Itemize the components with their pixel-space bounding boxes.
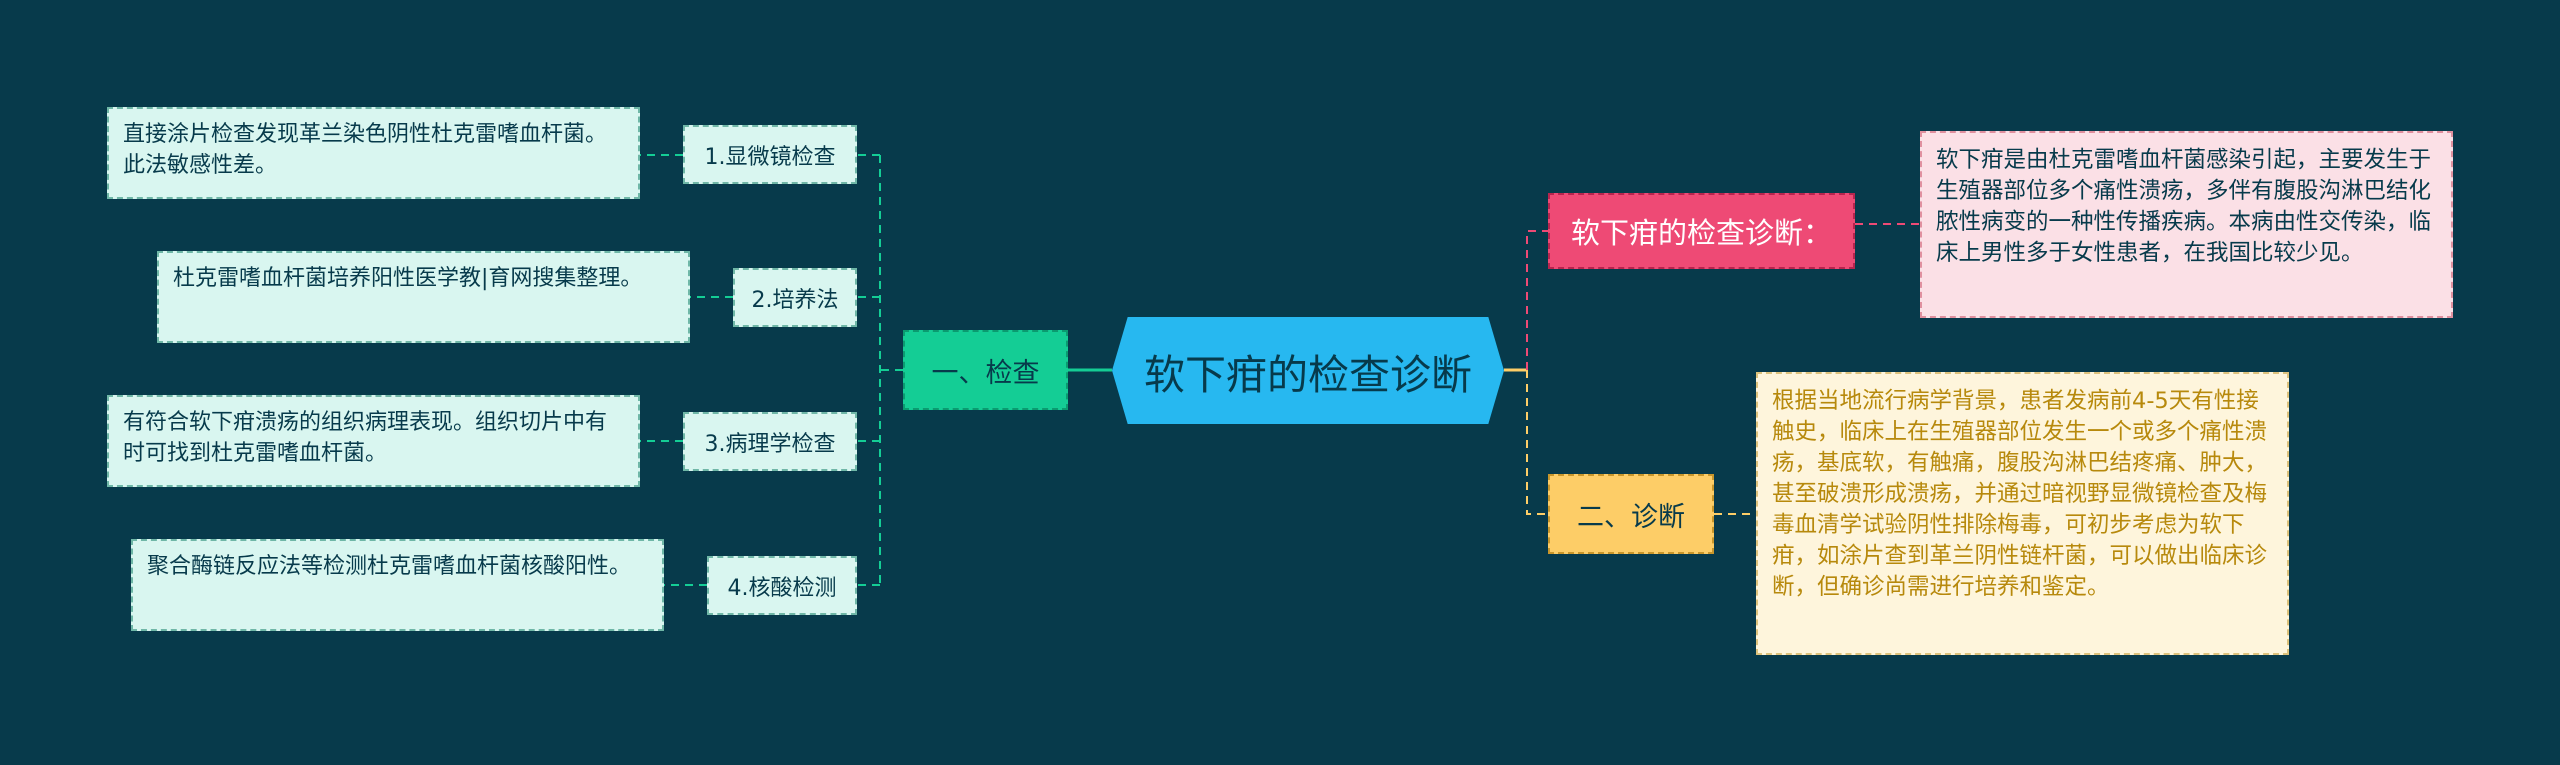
center-topic[interactable]: 软下疳的检查诊断 — [1112, 317, 1504, 424]
leaf-culture-detail: 杜克雷嗜血杆菌培养阳性医学教|育网搜集整理。 — [157, 251, 690, 343]
leaf-pathology-detail: 有符合软下疳溃疡的组织病理表现。组织切片中有时可找到杜克雷嗜血杆菌。 — [107, 395, 640, 487]
leaf-nucleic-acid-detail: 聚合酶链反应法等检测杜克雷嗜血杆菌核酸阳性。 — [131, 539, 664, 631]
sub-microscopy[interactable]: 1.显微镜检查 — [683, 125, 857, 184]
leaf-microscopy-detail: 直接涂片检查发现革兰染色阴性杜克雷嗜血杆菌。此法敏感性差。 — [107, 107, 640, 199]
leaf-overview-detail: 软下疳是由杜克雷嗜血杆菌感染引起，主要发生于生殖器部位多个痛性溃疡，多伴有腹股沟… — [1920, 131, 2453, 318]
sub-pathology[interactable]: 3.病理学检查 — [683, 412, 857, 471]
link-to-yellow — [1526, 370, 1548, 515]
link-check-spine — [879, 155, 903, 585]
branch-examination[interactable]: 一、检查 — [903, 330, 1068, 410]
link-to-pink — [1526, 230, 1548, 370]
branch-diagnosis[interactable]: 二、诊断 — [1548, 474, 1714, 554]
branch-overview[interactable]: 软下疳的检查诊断： — [1548, 193, 1855, 269]
sub-culture[interactable]: 2.培养法 — [733, 268, 857, 327]
leaf-diagnosis-detail: 根据当地流行病学背景，患者发病前4-5天有性接触史，临床上在生殖器部位发生一个或… — [1756, 372, 2289, 655]
sub-nucleic-acid[interactable]: 4.核酸检测 — [707, 556, 857, 615]
